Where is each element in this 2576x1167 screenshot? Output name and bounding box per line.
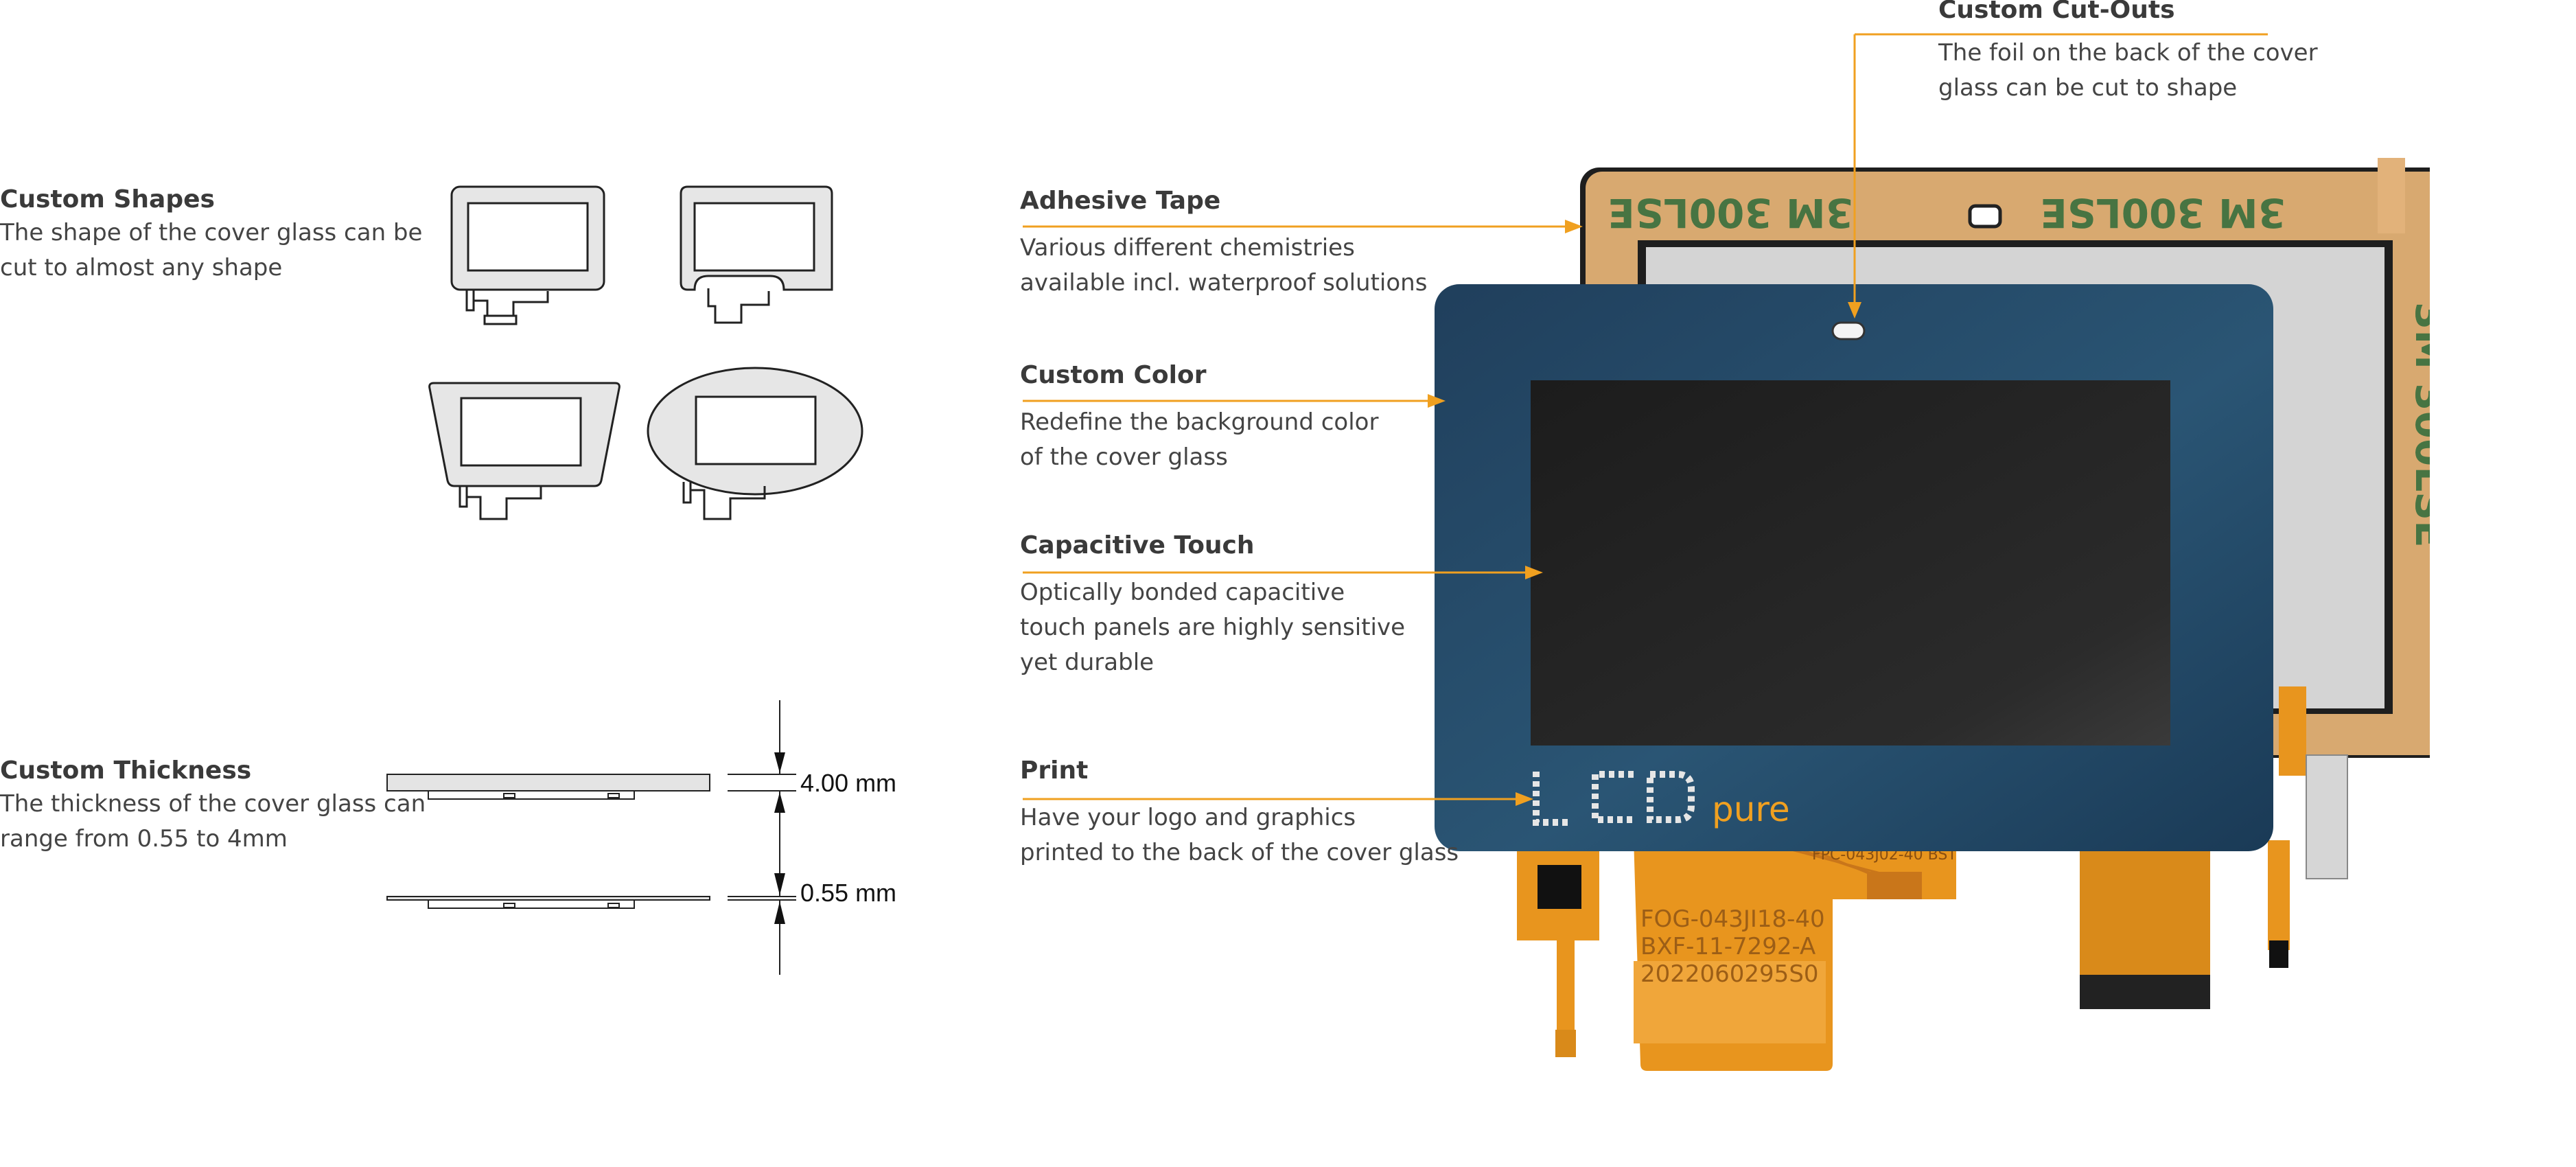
shape-trapezoid (428, 382, 620, 520)
adhesive-title: Adhesive Tape (1020, 187, 1221, 215)
main-flex-cable: FPC-043J02-40 BST FOG-043JI18-40 BXF-11-… (1634, 837, 1957, 1071)
custom-thickness-title: Custom Thickness (0, 756, 252, 785)
touch-flex-cable (1517, 837, 1599, 1057)
cut-out-hole (1968, 204, 2002, 229)
callout-color: Custom Color Redefine the background col… (1020, 360, 1378, 475)
dimension-arrow (774, 752, 785, 773)
callout-cut-outs: Custom Cut-Outs The foil on the back of … (1938, 0, 2318, 106)
tape-print-left: 3M 300LSE (1608, 189, 1853, 236)
print-title: Print (1020, 756, 1089, 785)
cover-cut-out (1831, 321, 1866, 340)
custom-thickness-block: Custom Thickness The thickness of the co… (0, 755, 426, 857)
right-flex-cables (2080, 686, 2348, 1009)
callout-lines (1023, 33, 2268, 806)
cut-outs-title: Custom Cut-Outs (1938, 0, 2175, 24)
thick-glass-profile (386, 774, 710, 792)
touch-title: Capacitive Touch (1020, 531, 1255, 559)
thin-dimension-label: 0.55 mm (800, 879, 897, 907)
touch-desc: Optically bonded capacitive touch panels… (1020, 579, 1406, 676)
fpc-label-line3: 2022060295S0 (1640, 960, 1819, 988)
custom-shapes-desc: The shape of the cover glass can be cut … (0, 219, 423, 281)
tape-print-side: 3M 300LSE (2406, 302, 2430, 548)
adhesive-desc: Various different chemistries available … (1020, 234, 1428, 297)
shape-drawings (428, 185, 863, 520)
callout-touch: Capacitive Touch Optically bonded capaci… (1020, 530, 1405, 680)
custom-shapes-title: Custom Shapes (0, 185, 215, 213)
fpc-label-line1: FOG-043JI18-40 (1640, 905, 1825, 933)
tape-print-right: 3M 300LSE (2040, 189, 2286, 236)
custom-shapes-block: Custom Shapes The shape of the cover gla… (0, 184, 422, 286)
custom-thickness-desc: The thickness of the cover glass can ran… (0, 790, 426, 853)
print-desc: Have your logo and graphics printed to t… (1020, 804, 1459, 866)
color-title: Custom Color (1020, 361, 1207, 389)
logo-pure-text: pure (1712, 789, 1790, 829)
shape-ellipse (647, 367, 863, 520)
active-screen (1531, 380, 2170, 746)
cut-outs-desc: The foil on the back of the cover glass … (1938, 39, 2318, 102)
thickness-drawings (386, 700, 796, 975)
shape-notched-rectangle (680, 185, 833, 324)
thin-glass-profile (386, 896, 710, 901)
lcd-logo-mark (1533, 771, 1695, 826)
display-module: 3M 300LSE 3M 300LSE 3M 300LSE (1435, 158, 2430, 1071)
color-desc: Redefine the background color of the cov… (1020, 408, 1379, 471)
callout-print: Print Have your logo and graphics printe… (1020, 755, 1459, 870)
cover-glass: pure (1435, 284, 2273, 851)
thick-dimension-label: 4.00 mm (800, 769, 897, 797)
fpc-label-line2: BXF-11-7292-A (1640, 933, 1815, 960)
callout-adhesive: Adhesive Tape Various different chemistr… (1020, 185, 1427, 301)
shape-rounded-rectangle (450, 185, 605, 325)
